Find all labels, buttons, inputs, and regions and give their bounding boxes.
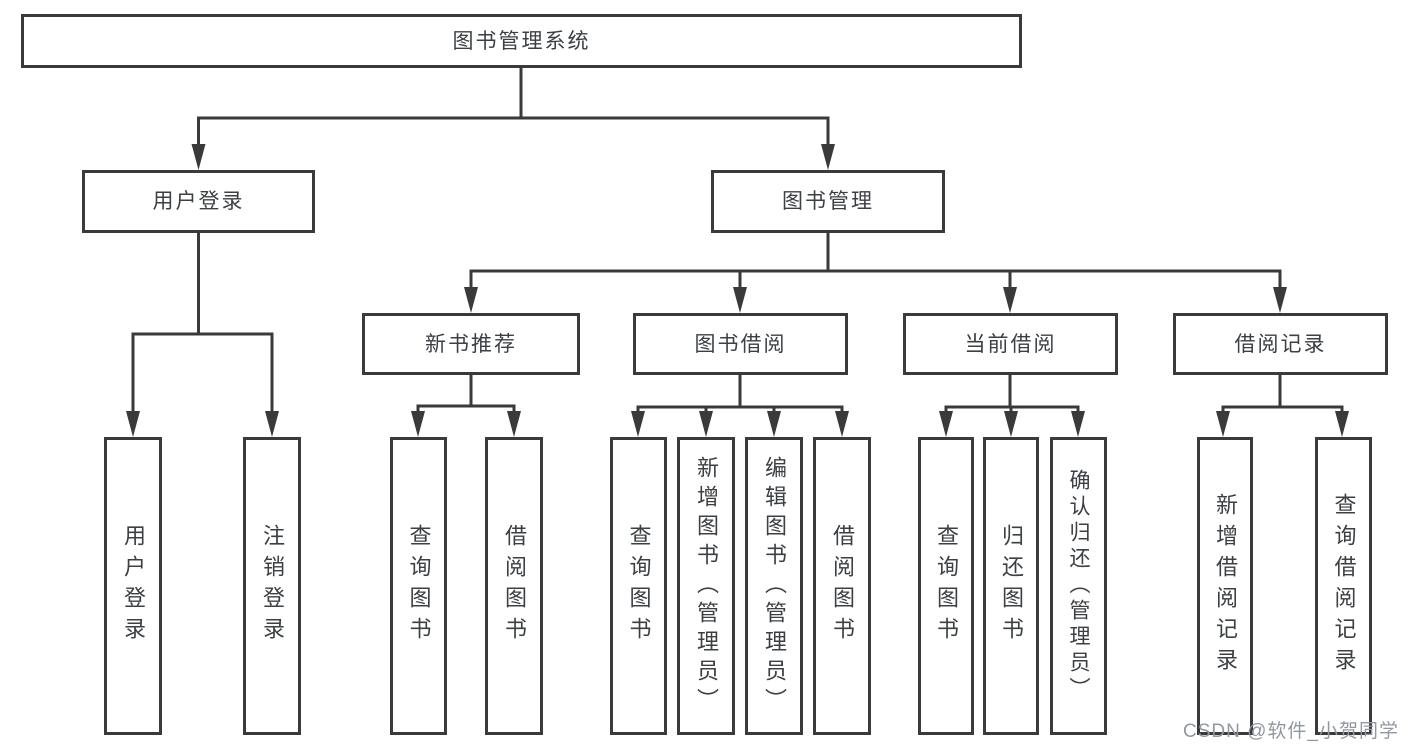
node-current-borrow: 当前借阅 (903, 313, 1118, 375)
arrowhead-icon (1071, 411, 1085, 437)
node-leaf-confirm-return-admin: 确认归还（管理员） (1050, 437, 1107, 735)
node-leaf-borrow-books: 借阅图书 (485, 437, 543, 735)
node-borrow-record: 借阅记录 (1173, 313, 1388, 375)
node-book-management: 图书管理 (711, 170, 945, 233)
arrowhead-icon (191, 144, 206, 170)
node-leaf-borrow-books: 借阅图书 (813, 437, 871, 735)
arrowhead-icon (835, 411, 849, 437)
node-leaf-return-books: 归还图书 (983, 437, 1039, 735)
node-leaf-query-books: 查询图书 (918, 437, 974, 735)
arrowhead-icon (1003, 287, 1017, 313)
node-leaf-logout: 注销登录 (243, 437, 301, 735)
arrowhead-icon (821, 144, 835, 170)
node-leaf-user-login: 用户登录 (104, 437, 162, 735)
connector-current-borrow-children (939, 375, 1085, 437)
arrowhead-icon (631, 411, 645, 437)
node-user-login: 用户登录 (82, 170, 315, 233)
node-leaf-query-borrow-record: 查询借阅记录 (1315, 437, 1372, 735)
arrowhead-icon (265, 411, 279, 437)
arrowhead-icon (126, 411, 140, 437)
node-leaf-edit-book-admin: 编辑图书（管理员） (745, 437, 803, 735)
node-leaf-add-borrow-record: 新增借阅记录 (1197, 437, 1253, 735)
connector-borrow-record-children (1216, 375, 1349, 437)
arrowhead-icon (1273, 287, 1287, 313)
csdn-watermark: CSDN @软件_小贺同学 (1183, 721, 1399, 742)
arrowhead-icon (767, 411, 781, 437)
node-leaf-query-books: 查询图书 (390, 437, 447, 735)
node-book-borrow: 图书借阅 (633, 313, 848, 375)
node-leaf-add-book-admin: 新增图书（管理员） (677, 437, 735, 735)
connector-root-to-level2 (191, 68, 835, 170)
connector-new-book-rec-children (411, 375, 521, 437)
arrowhead-icon (939, 411, 953, 437)
arrowhead-icon (699, 411, 713, 437)
arrowhead-icon (1004, 411, 1018, 437)
arrowhead-icon (1216, 411, 1230, 437)
connector-book-borrow-children (631, 375, 849, 437)
arrowhead-icon (507, 411, 521, 437)
arrowhead-icon (1335, 411, 1349, 437)
connector-user-login-children (126, 233, 279, 437)
node-new-book-recommend: 新书推荐 (362, 313, 580, 375)
arrowhead-icon (733, 287, 747, 313)
node-leaf-query-books: 查询图书 (610, 437, 667, 735)
arrowhead-icon (464, 287, 478, 313)
node-root-library-system: 图书管理系统 (21, 14, 1022, 68)
connector-book-mgmt-children (464, 233, 1287, 313)
arrowhead-icon (411, 411, 425, 437)
